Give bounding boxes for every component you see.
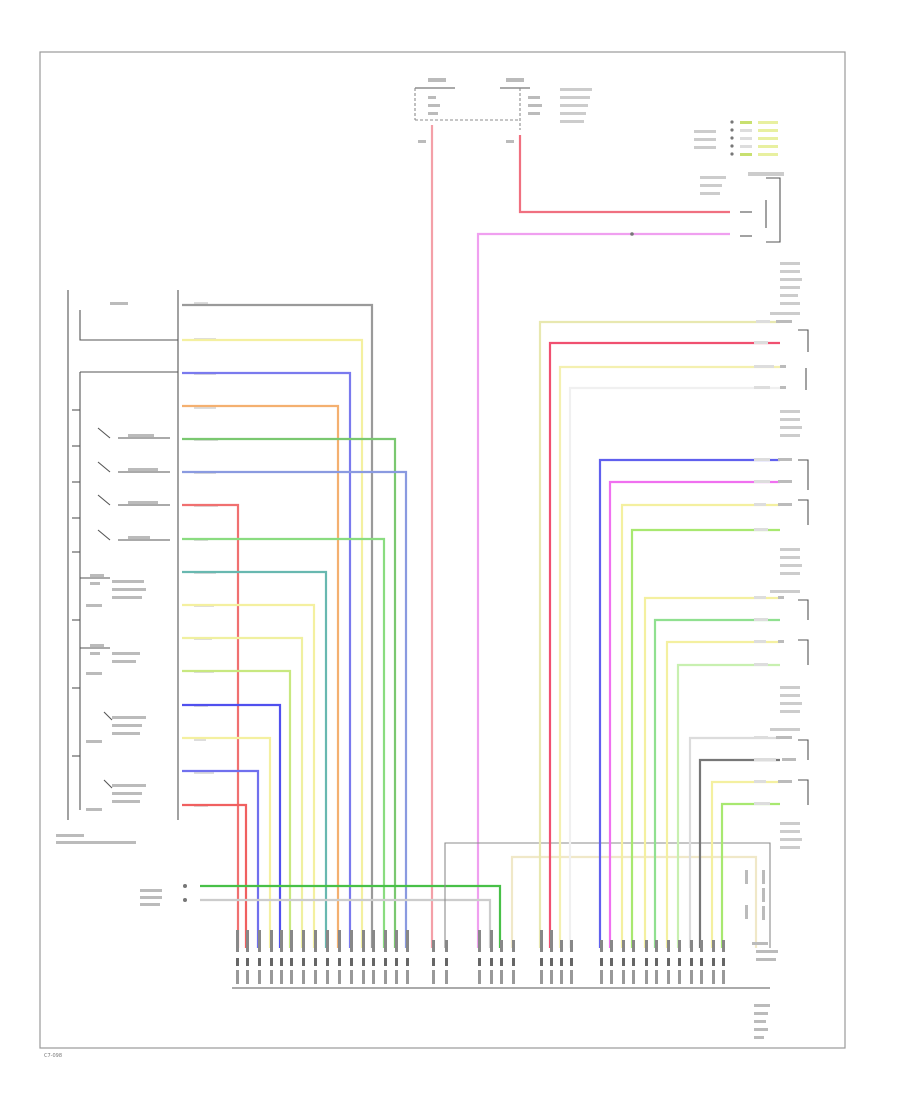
- wire-gray: [182, 303, 374, 948]
- wire-r14: [698, 758, 780, 948]
- fuse-box-right: [500, 78, 592, 130]
- wire-yellow-4: [182, 736, 272, 948]
- footer-code: C7-098: [44, 1053, 62, 1059]
- wire-green-1: [182, 437, 397, 948]
- wire-lime: [182, 669, 292, 948]
- right-component-labels: [770, 262, 802, 849]
- wire-r9: [643, 596, 780, 948]
- wire-blue-3: [182, 703, 282, 948]
- wire-blue-2: [182, 470, 408, 948]
- middle-wires: [200, 125, 771, 948]
- wire-r12: [676, 663, 780, 948]
- wire-r11: [665, 640, 780, 948]
- wire-r2: [548, 341, 780, 948]
- fuse-box-left: [414, 78, 520, 121]
- wire-green-ground: [200, 884, 502, 948]
- wire-r1: [538, 320, 780, 948]
- control-unit-top-right: [700, 172, 784, 243]
- wire-tan-loop: [510, 855, 758, 948]
- wire-r7: [620, 503, 780, 948]
- wire-r4: [568, 386, 780, 948]
- wire-blue-4: [182, 769, 260, 948]
- ground-connector-right: [745, 870, 778, 961]
- wire-red-1: [182, 503, 240, 948]
- wire-ground-loop: [444, 842, 771, 948]
- control-module-connector: [232, 930, 770, 989]
- ground-legend: [694, 120, 778, 156]
- wire-red-feed: [518, 135, 730, 214]
- wire-orange: [182, 404, 340, 948]
- wire-r13: [688, 736, 780, 948]
- right-wires: [538, 320, 780, 948]
- diagram-frame: [39, 51, 846, 1049]
- seat-switch-block: [56, 290, 218, 906]
- wire-r5: [598, 458, 780, 948]
- wire-yellow-2: [182, 603, 316, 948]
- wire-r16: [720, 802, 780, 948]
- wire-r6: [608, 480, 780, 948]
- wire-yellow-3: [182, 636, 304, 948]
- left-wires: [182, 303, 408, 948]
- module-label-bottom-right: [754, 1004, 770, 1039]
- wire-blue-1: [182, 371, 352, 948]
- wire-red-2: [182, 803, 248, 948]
- wire-yellow-1: [182, 338, 364, 948]
- wire-r8: [630, 528, 780, 948]
- wire-violet: [476, 232, 730, 948]
- wire-teal: [182, 570, 328, 948]
- wire-r10: [653, 618, 780, 948]
- wire-r3: [558, 365, 780, 948]
- right-wire-labels: [754, 320, 796, 805]
- right-connectors: [798, 329, 809, 805]
- wire-green-2: [182, 537, 386, 948]
